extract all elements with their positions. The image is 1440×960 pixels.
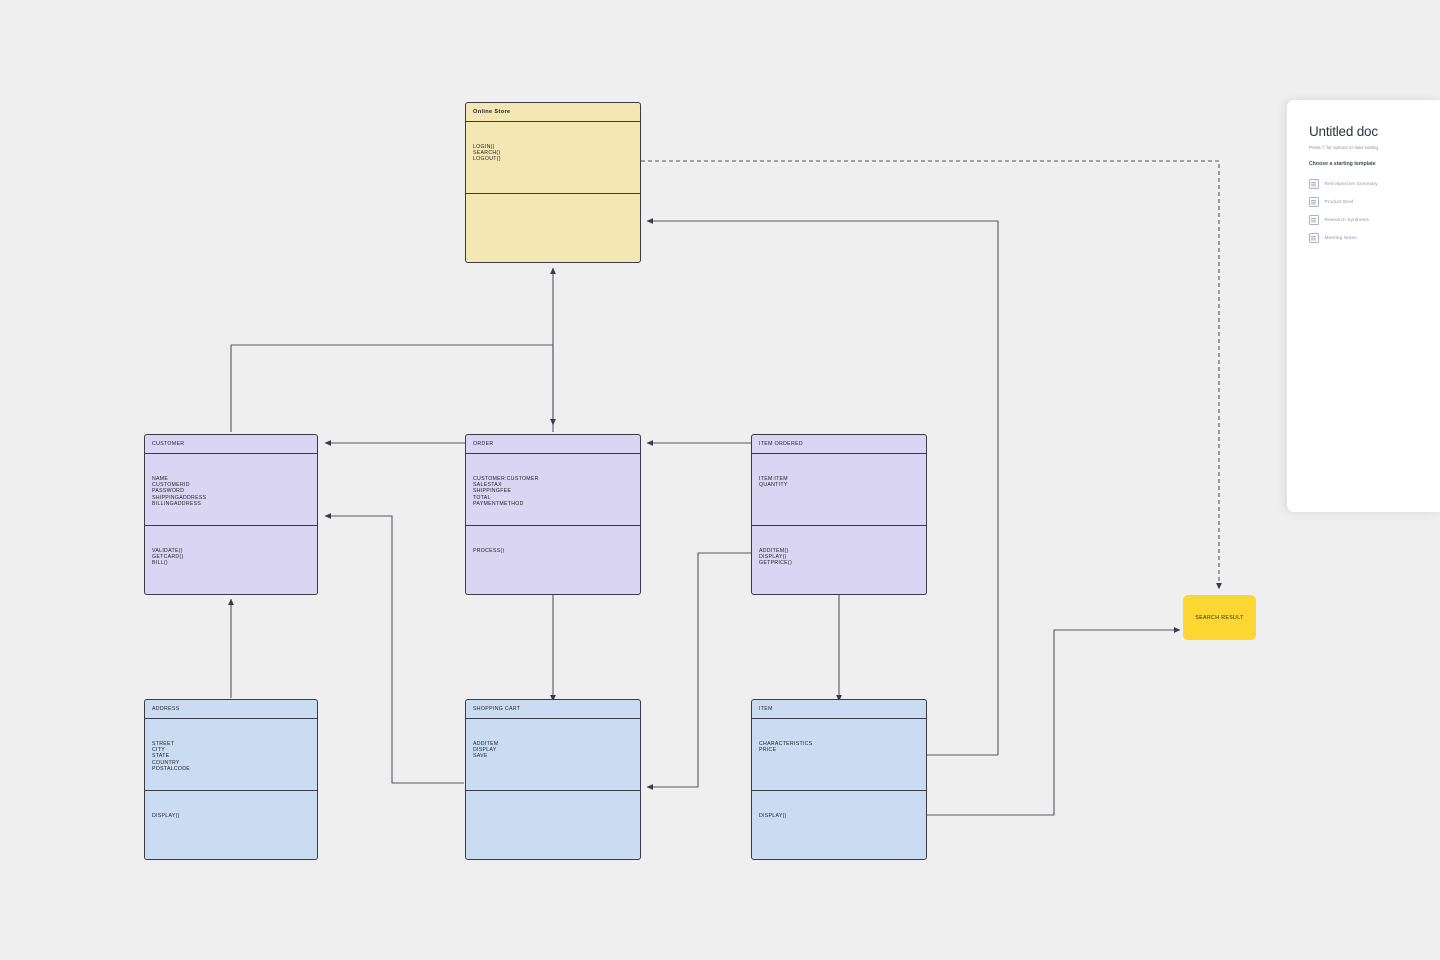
class-methods: PROCESS() <box>473 548 505 554</box>
class-box-item-ordered[interactable]: ITEM ORDERED ITEM:ITEM QUANTITY ADDITEM(… <box>751 434 927 595</box>
template-label: Product Brief <box>1324 199 1354 205</box>
document-icon <box>1309 197 1319 207</box>
template-item-research-synthesis[interactable]: Research Synthesis <box>1309 211 1426 229</box>
class-title: ITEM ORDERED <box>752 435 926 454</box>
connector-customer-to-order <box>230 344 556 432</box>
node-label: SEARCH RESULT <box>1195 614 1244 621</box>
class-box-address[interactable]: ADDRESS STREET CITY STATE COUNTRY POSTAL… <box>144 699 318 860</box>
template-item-meeting-notes[interactable]: Meeting Notes <box>1309 229 1426 247</box>
class-box-online-store[interactable]: Online Store LOGIN() SEARCH() LOGOUT() <box>465 102 641 263</box>
class-title: ADDRESS <box>145 700 317 719</box>
class-attributes: ITEM:ITEM QUANTITY <box>752 454 926 526</box>
class-attributes: LOGIN() SEARCH() LOGOUT() <box>466 122 640 194</box>
class-methods: DISPLAY() <box>152 813 180 819</box>
class-methods: ADDITEM() DISPLAY() GETPRICE() <box>759 548 792 567</box>
connector-online-store-to-search-result-dashed <box>641 160 1222 590</box>
doc-template-heading: Choose a starting template <box>1309 161 1376 167</box>
class-methods: VALIDATE() GETCARD() BILL() <box>152 548 184 567</box>
document-panel[interactable]: Untitled doc Press '/' for options or st… <box>1287 100 1440 512</box>
class-attributes: ADDITEM DISPLAY SAVE <box>466 719 640 791</box>
document-icon <box>1309 215 1319 225</box>
class-title: ITEM <box>752 700 926 719</box>
class-box-order[interactable]: ORDER CUSTOMER:CUSTOMER SALESTAX SHIPPIN… <box>465 434 641 595</box>
template-label: Research Synthesis <box>1324 217 1369 223</box>
class-box-item[interactable]: ITEM CHARACTERISTICS PRICE DISPLAY() <box>751 699 927 860</box>
class-box-customer[interactable]: CUSTOMER NAME CUSTOMERID PASSWORD SHIPPI… <box>144 434 318 595</box>
template-item-retrospective-summary[interactable]: Retrospective Summary <box>1309 175 1426 193</box>
class-attributes: CUSTOMER:CUSTOMER SALESTAX SHIPPINGFEE T… <box>466 454 640 526</box>
connector-itemordered-to-cart <box>646 552 752 790</box>
class-methods <box>466 791 640 813</box>
template-item-product-brief[interactable]: Product Brief <box>1309 193 1426 211</box>
class-methods: DISPLAY() <box>759 813 787 819</box>
doc-title: Untitled doc <box>1309 124 1378 139</box>
class-methods <box>466 194 640 216</box>
connector-cart-to-customer <box>324 513 464 784</box>
template-label: Meeting Notes <box>1324 235 1357 241</box>
node-search-result[interactable]: SEARCH RESULT <box>1183 595 1256 640</box>
doc-hint: Press '/' for options or start writing <box>1309 145 1378 150</box>
class-title: Online Store <box>466 103 640 122</box>
class-title: ORDER <box>466 435 640 454</box>
document-icon <box>1309 179 1319 189</box>
class-attributes: CHARACTERISTICS PRICE <box>752 719 926 791</box>
template-label: Retrospective Summary <box>1324 181 1378 187</box>
class-attributes: NAME CUSTOMERID PASSWORD SHIPPINGADDRESS… <box>145 454 317 526</box>
class-title: SHOPPING CART <box>466 700 640 719</box>
connector-item-to-search-result <box>926 627 1181 816</box>
document-icon <box>1309 233 1319 243</box>
class-box-shopping-cart[interactable]: SHOPPING CART ADDITEM DISPLAY SAVE <box>465 699 641 860</box>
class-attributes: STREET CITY STATE COUNTRY POSTALCODE <box>145 719 317 791</box>
class-title: CUSTOMER <box>145 435 317 454</box>
